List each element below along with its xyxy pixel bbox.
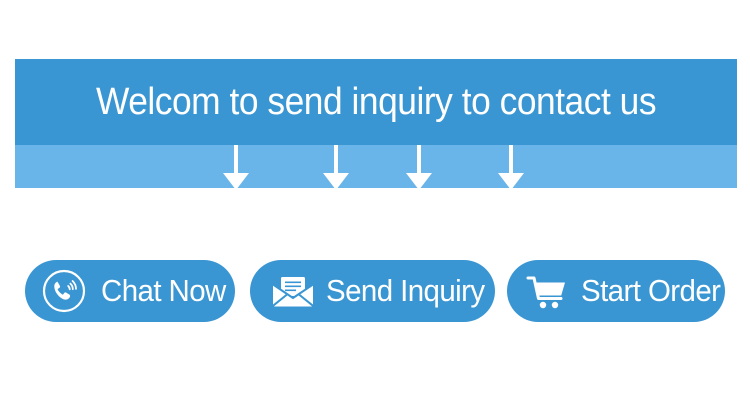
arrow-head	[498, 173, 524, 190]
arrow-head	[323, 173, 349, 190]
chat-now-button[interactable]: Chat Now	[25, 260, 235, 322]
arrow-shaft	[234, 145, 238, 175]
shopping-cart-icon	[517, 269, 579, 313]
banner-top-band: Welcom to send inquiry to contact us	[15, 59, 737, 145]
send-inquiry-label: Send Inquiry	[326, 273, 485, 308]
banner-title: Welcom to send inquiry to contact us	[95, 81, 657, 123]
banner: Welcom to send inquiry to contact us	[15, 59, 737, 188]
banner-bottom-band	[15, 145, 737, 188]
arrow-shaft	[509, 145, 513, 175]
arrow-head	[406, 173, 432, 190]
arrow-down-icon	[223, 145, 249, 190]
send-inquiry-button[interactable]: Send Inquiry	[250, 260, 495, 322]
arrow-shaft	[417, 145, 421, 175]
chat-now-label: Chat Now	[101, 273, 226, 308]
arrow-head	[223, 173, 249, 190]
arrow-down-icon	[498, 145, 524, 190]
arrow-shaft	[334, 145, 338, 175]
start-order-button[interactable]: Start Order	[507, 260, 725, 322]
envelope-icon	[262, 268, 324, 314]
phone-call-icon	[33, 268, 95, 314]
start-order-label: Start Order	[581, 273, 721, 308]
arrow-down-icon	[323, 145, 349, 190]
arrow-down-icon	[406, 145, 432, 190]
